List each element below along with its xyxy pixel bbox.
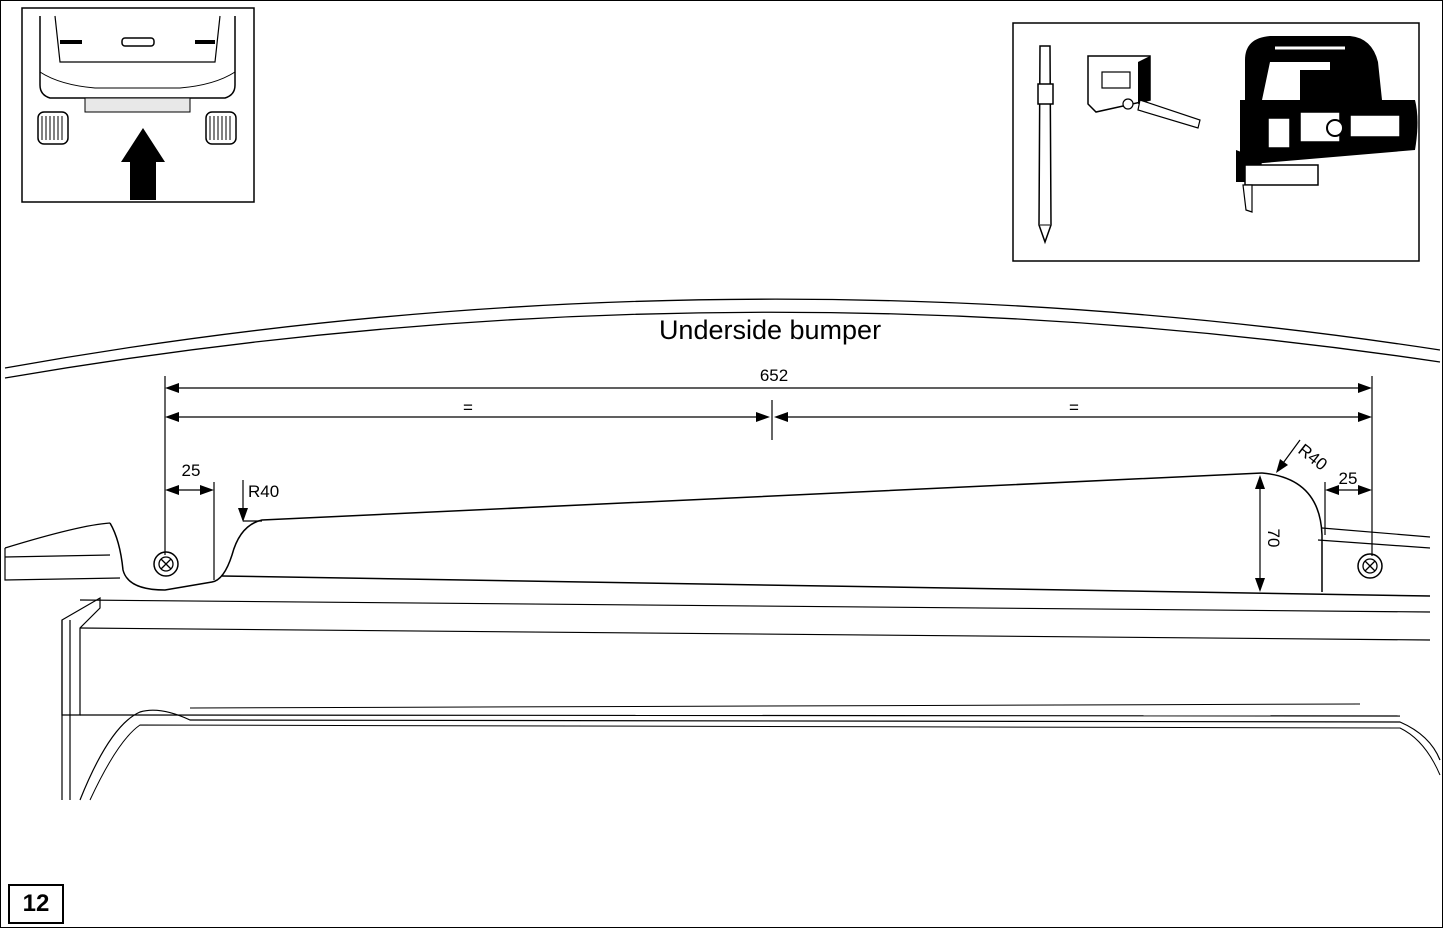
- step-number-badge: 12: [8, 884, 64, 924]
- right-radius-label: R40: [1295, 440, 1331, 474]
- overall-width-label: 652: [760, 366, 788, 385]
- diagram-title: Underside bumper: [659, 315, 881, 345]
- left-offset-label: 25: [182, 461, 201, 480]
- equal-left-label: =: [463, 398, 473, 417]
- jigsaw-icon: [1236, 36, 1418, 213]
- left-radius-label: R40: [248, 482, 279, 501]
- right-screw-hole-icon: [1357, 553, 1383, 579]
- dimension-arrowheads: [165, 383, 1372, 592]
- right-offset-label: 25: [1339, 469, 1358, 488]
- marker-pen-icon: [1037, 45, 1054, 245]
- bumper-outline: [4, 298, 1441, 801]
- dimension-lines: [164, 376, 1373, 588]
- equal-right-label: =: [1069, 398, 1079, 417]
- tape-measure-icon: [1087, 55, 1201, 129]
- left-screw-hole-icon: [153, 551, 179, 577]
- cut-depth-label: 70: [1264, 529, 1283, 548]
- car-rear-view-icon: [21, 7, 255, 203]
